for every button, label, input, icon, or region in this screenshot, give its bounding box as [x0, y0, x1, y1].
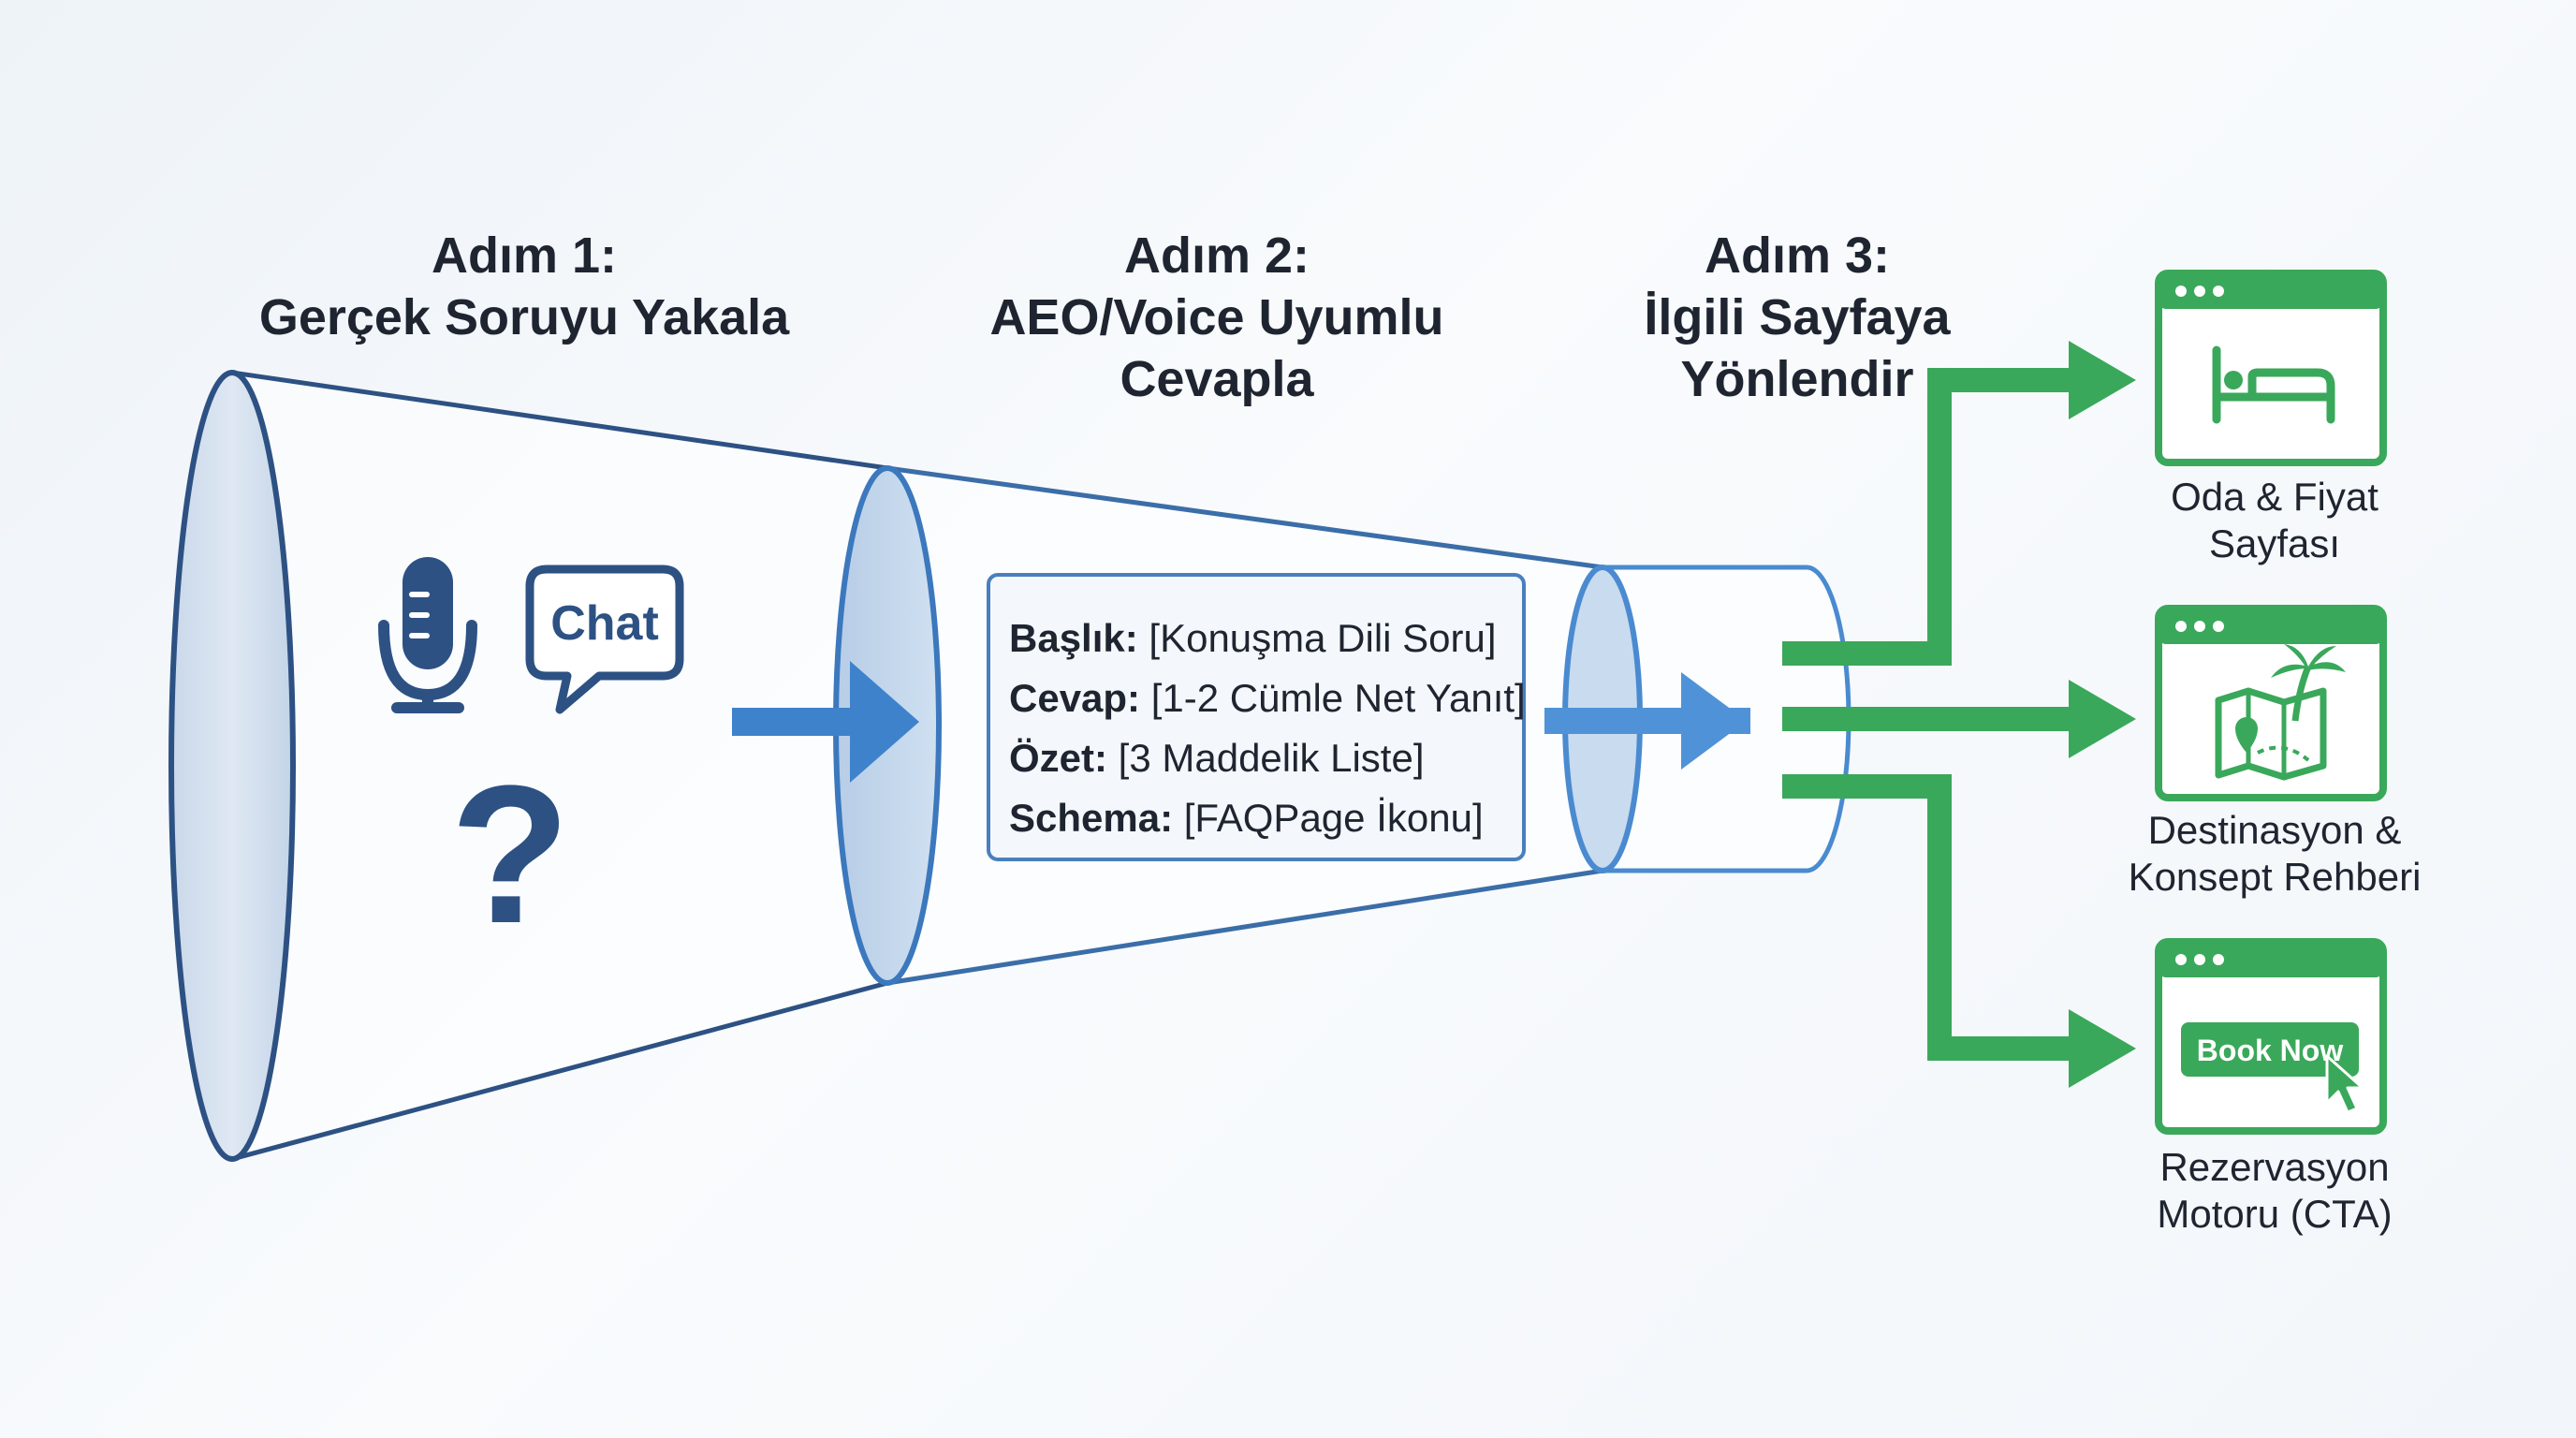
- answer-key-answer: Cevap:: [1009, 676, 1141, 720]
- answer-line-answer: Cevap: [1-2 Cümle Net Yanıt]: [1009, 668, 1526, 728]
- answer-value-title: [Konuşma Dili Soru]: [1137, 616, 1497, 660]
- step-2-number: Adım 2:: [1123, 227, 1310, 284]
- answer-template-box: Başlık: [Konuşma Dili Soru] Cevap: [1-2 …: [987, 573, 1526, 861]
- window-booking-engine: Book Now: [2155, 938, 2387, 1135]
- step-3-text-line2: Yönlendir: [1680, 351, 1914, 407]
- step-2-title: Adım 2: AEO/Voice Uyumlu Cevapla: [842, 225, 1591, 410]
- answer-key-title: Başlık:: [1009, 616, 1138, 660]
- destination-booking-line2: Motoru (CTA): [2157, 1192, 2393, 1236]
- answer-value-summary: [3 Maddelik Liste]: [1107, 736, 1425, 780]
- destination-guide-line1: Destinasyon &: [2147, 808, 2402, 852]
- step-1-text: Gerçek Soruyu Yakala: [258, 289, 790, 345]
- destination-booking-line1: Rezervasyon: [2159, 1145, 2390, 1189]
- question-mark-icon: ?: [450, 744, 570, 964]
- step-3-text-line1: İlgili Sayfaya: [1644, 289, 1951, 345]
- book-now-button[interactable]: Book Now: [2181, 1022, 2359, 1077]
- green-router: [1782, 368, 2078, 1061]
- destination-guide-line2: Konsept Rehberi: [2128, 855, 2422, 899]
- destination-label-room-price: Oda & Fiyat Sayfası: [2087, 474, 2462, 567]
- step-1-title: Adım 1: Gerçek Soruyu Yakala: [150, 225, 899, 348]
- destination-room-line1: Oda & Fiyat: [2171, 475, 2378, 519]
- step-3-number: Adım 3:: [1704, 227, 1891, 284]
- arrowhead-room: [2069, 341, 2136, 419]
- destination-room-line2: Sayfası: [2208, 521, 2341, 565]
- cursor-icon: [2325, 1054, 2364, 1114]
- step-3-title: Adım 3: İlgili Sayfaya Yönlendir: [1516, 225, 2078, 410]
- bed-icon: [2212, 345, 2335, 424]
- answer-line-summary: Özet: [3 Maddelik Liste]: [1009, 728, 1522, 788]
- answer-key-schema: Schema:: [1009, 796, 1174, 840]
- arrowhead-booking: [2069, 1009, 2136, 1088]
- answer-value-answer: [1-2 Cümle Net Yanıt]: [1140, 676, 1526, 720]
- step-2-text-line1: AEO/Voice Uyumlu: [989, 289, 1444, 345]
- answer-line-title: Başlık: [Konuşma Dili Soru]: [1009, 609, 1522, 668]
- destination-label-booking: Rezervasyon Motoru (CTA): [2087, 1144, 2462, 1238]
- blue-arrow-1: [732, 661, 919, 783]
- answer-key-summary: Özet:: [1009, 736, 1107, 780]
- chat-bubble-icon: Chat: [525, 565, 684, 714]
- microphone-icon: [378, 557, 477, 713]
- window-destination-guide: [2155, 605, 2387, 801]
- step-2-text-line2: Cevapla: [1120, 351, 1314, 407]
- destination-label-guide: Destinasyon & Konsept Rehberi: [2087, 807, 2462, 901]
- green-arrowheads: [2069, 341, 2136, 1088]
- arrowhead-guide: [2069, 680, 2136, 758]
- map-palm-icon: [2215, 644, 2346, 781]
- answer-line-schema: Schema: [FAQPage İkonu]: [1009, 788, 1522, 848]
- book-now-label: Book Now: [2197, 1034, 2344, 1067]
- answer-value-schema: [FAQPage İkonu]: [1173, 796, 1484, 840]
- chat-label: Chat: [550, 596, 659, 651]
- funnel-cone: [168, 370, 888, 1162]
- blue-arrow-2: [1544, 672, 1750, 770]
- step-1-number: Adım 1:: [431, 227, 618, 284]
- funnel-mouth-ellipse: [168, 370, 296, 1162]
- window-room-price: [2155, 270, 2387, 466]
